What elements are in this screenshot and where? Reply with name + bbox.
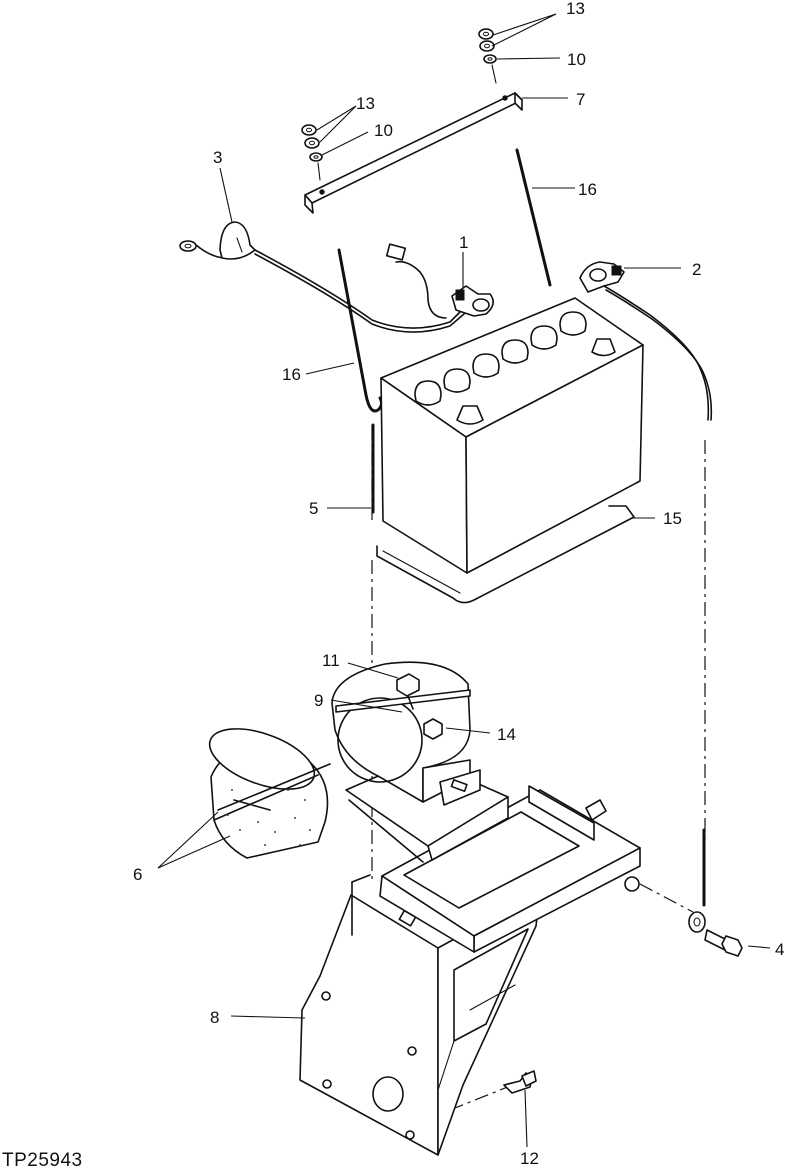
callout-11: 11: [322, 651, 340, 670]
callout-10-left: 10: [374, 121, 393, 140]
ground-cable: [179, 221, 465, 333]
centerline-base-bolt: [449, 1085, 511, 1111]
callout-9: 9: [314, 691, 323, 710]
callout-16-right: 16: [578, 180, 597, 199]
figure-id: TP25943: [2, 1150, 83, 1169]
positive-terminal-post: [591, 338, 616, 357]
positive-cable-lower-end: [688, 828, 706, 933]
rubber-insulator-bands: [208, 728, 331, 859]
callout-2: 2: [692, 260, 701, 279]
j-bolt-right: [515, 148, 552, 287]
callout-7: 7: [576, 90, 585, 109]
negative-terminal-clamp: [451, 285, 494, 317]
clamp-bracket-foot: [439, 769, 481, 806]
washer-nut-stack-right: [478, 28, 497, 84]
battery-cell-caps: [414, 311, 587, 406]
callout-10-top: 10: [567, 50, 586, 69]
callout-13-top: 13: [566, 0, 585, 18]
callout-12: 12: [520, 1149, 539, 1168]
callout-4: 4: [775, 940, 784, 959]
callout-16-left: 16: [282, 365, 301, 384]
callout-8: 8: [210, 1008, 219, 1027]
leader-lines: [157, 13, 771, 1148]
battery-pad: [376, 505, 635, 604]
callout-6: 6: [133, 865, 142, 884]
callout-3: 3: [213, 148, 222, 167]
washer-nut-stack-left: [301, 124, 323, 181]
callout-5: 5: [309, 499, 318, 518]
cable-mount-bolt: [704, 929, 743, 957]
j-bolt-left: [337, 248, 384, 413]
callout-13-left: 13: [356, 94, 375, 113]
positive-cable: [579, 261, 713, 421]
battery-support-bracket: [299, 785, 641, 1156]
centerline-cable-bolt: [639, 883, 694, 913]
callout-15: 15: [663, 509, 682, 528]
callout-14: 14: [497, 725, 516, 744]
hold-down-clamp-bar: [304, 92, 523, 214]
switch-wire-lead: [385, 243, 447, 319]
battery: [380, 297, 644, 574]
clamp-nut: [423, 718, 443, 740]
negative-terminal-post: [456, 405, 484, 425]
callout-1: 1: [459, 233, 468, 252]
bracket-mount-bolt: [503, 1070, 537, 1094]
clamp-bolt: [396, 673, 420, 710]
